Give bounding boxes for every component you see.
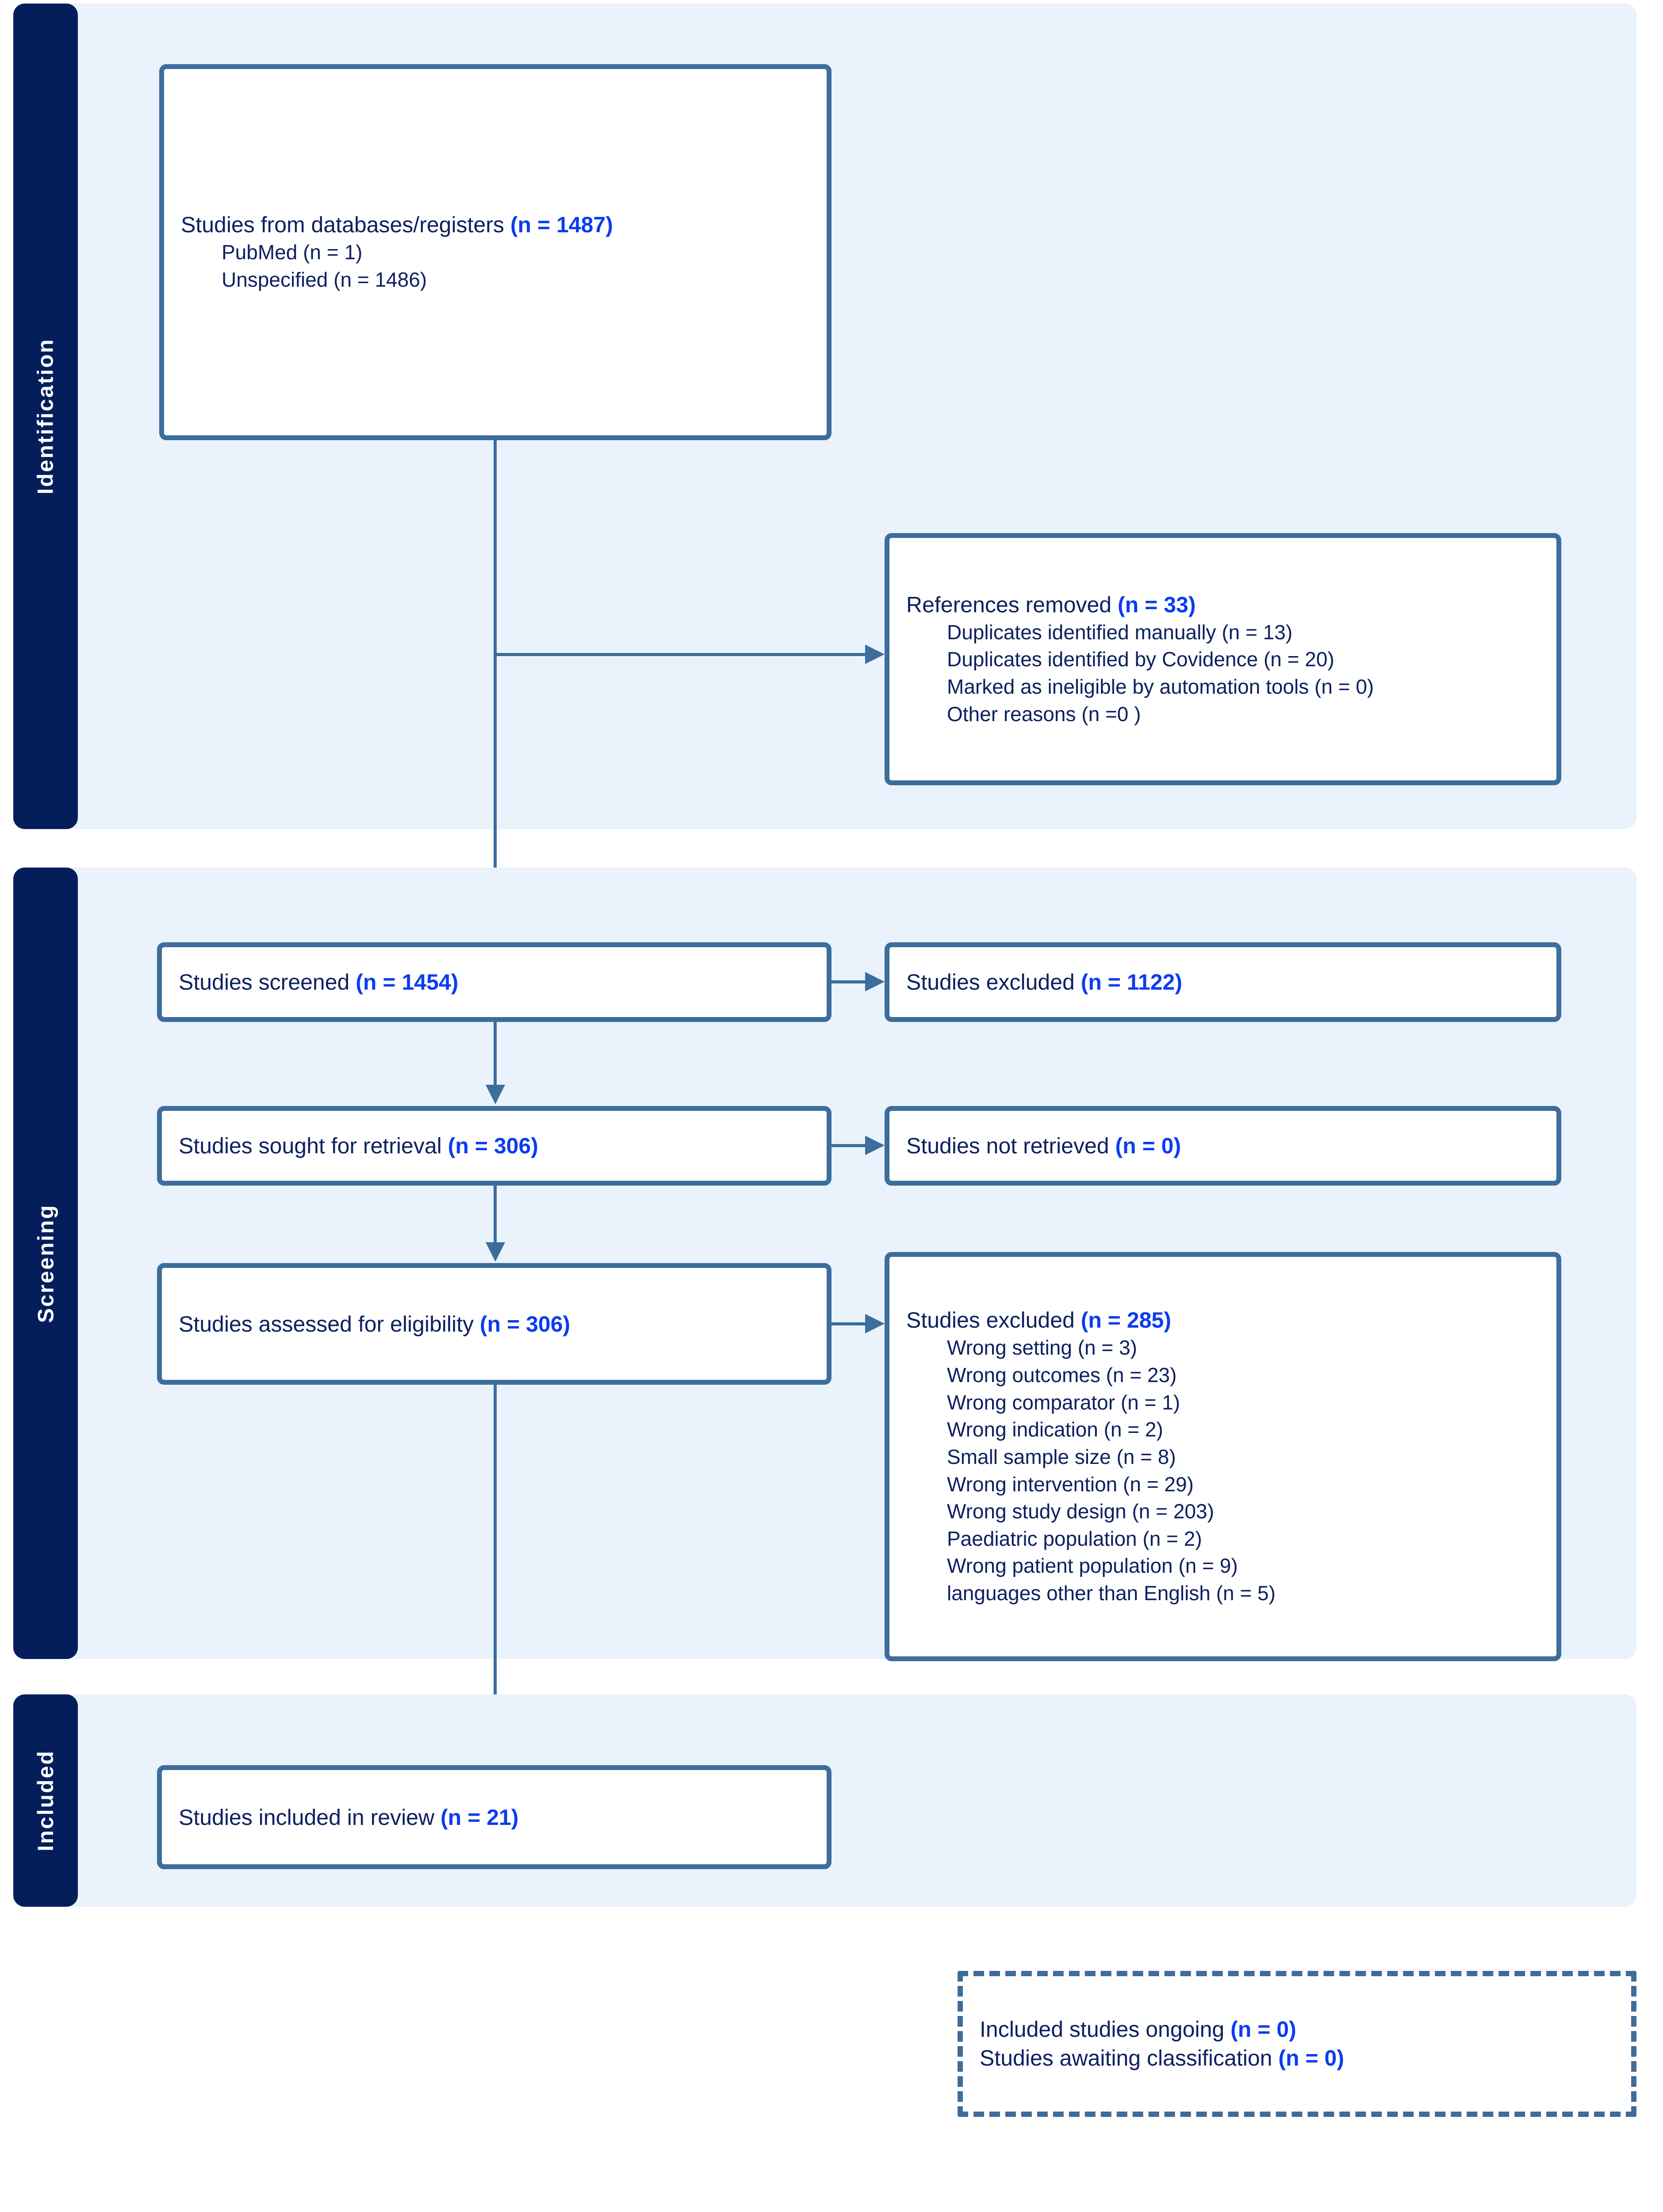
box-references-sub-0: Duplicates identified manually (n = 13) (947, 620, 1293, 644)
box-databases-sub-1: Unspecified (n = 1486) (222, 268, 427, 291)
box-included-title-line: Studies included in review (n = 21) (179, 1803, 810, 1832)
box-references-count: (n = 33) (1118, 592, 1196, 617)
box-eligibility-excluded-sub-8: Wrong patient population (n = 9) (947, 1554, 1238, 1578)
box-databases-sub-0: PubMed (n = 1) (222, 241, 363, 264)
arrow-assessed-to-excluded (865, 1314, 885, 1333)
box-not-retrieved-title: Studies not retrieved (906, 1133, 1109, 1158)
box-studies-sought-retrieval: Studies sought for retrieval (n = 306) (157, 1106, 832, 1186)
connector-spine-vertical (494, 440, 497, 940)
stage-label-screening: Screening (33, 1204, 58, 1323)
box-not-retrieved-title-line: Studies not retrieved (n = 0) (906, 1132, 1540, 1160)
box-screened-excluded-title-line: Studies excluded (n = 1122) (906, 968, 1540, 996)
box-assessed-title: Studies assessed for eligibility (179, 1311, 474, 1336)
box-databases-title-line: Studies from databases/registers (n = 14… (181, 211, 810, 239)
box-ongoing-count: (n = 0) (1230, 2017, 1296, 2042)
box-databases-title: Studies from databases/registers (181, 212, 504, 238)
box-studies-not-retrieved: Studies not retrieved (n = 0) (885, 1106, 1561, 1186)
box-eligibility-excluded-sub-6: Wrong study design (n = 203) (947, 1500, 1214, 1523)
box-references-title-line: References removed (n = 33) (906, 591, 1540, 619)
box-screened-excluded-count: (n = 1122) (1081, 970, 1183, 995)
box-assessed-title-line: Studies assessed for eligibility (n = 30… (179, 1310, 810, 1338)
arrow-sought-to-not-retrieved (865, 1136, 885, 1155)
box-screened-title-line: Studies screened (n = 1454) (179, 968, 810, 996)
stage-bar-identification: Identification (13, 4, 78, 829)
connector-assessed-to-included (494, 1385, 497, 1763)
box-studies-screened: Studies screened (n = 1454) (157, 942, 832, 1022)
box-eligibility-excluded-title-line: Studies excluded (n = 285) (906, 1306, 1540, 1334)
box-screened-excluded-title: Studies excluded (906, 970, 1075, 995)
box-ongoing-awaiting-classification: Included studies ongoing (n = 0) Studies… (958, 1971, 1636, 2117)
connector-sought-to-not-retrieved (832, 1144, 866, 1147)
box-eligibility-excluded-sub-3: Wrong indication (n = 2) (947, 1418, 1163, 1441)
box-ongoing-title: Included studies ongoing (980, 2017, 1225, 2042)
box-references-sub-2: Marked as ineligible by automation tools… (947, 675, 1374, 698)
box-eligibility-excluded-sub-9: languages other than English (n = 5) (947, 1582, 1276, 1605)
box-sought-count: (n = 306) (448, 1133, 538, 1158)
connector-to-references-removed (494, 653, 865, 656)
connector-screened-to-excluded (832, 980, 866, 983)
box-screened-title: Studies screened (179, 970, 350, 995)
box-awaiting-line: Studies awaiting classification (n = 0) (980, 2044, 1614, 2073)
box-studies-assessed-eligibility: Studies assessed for eligibility (n = 30… (157, 1263, 832, 1385)
box-references-sub-3: Other reasons (n =0 ) (947, 702, 1141, 726)
connector-sought-to-assessed (494, 1186, 497, 1244)
box-sought-title-line: Studies sought for retrieval (n = 306) (179, 1132, 810, 1160)
box-eligibility-excluded-sub-1: Wrong outcomes (n = 23) (947, 1363, 1177, 1386)
box-references-title: References removed (906, 592, 1112, 617)
box-eligibility-excluded-sub-2: Wrong comparator (n = 1) (947, 1390, 1180, 1414)
box-eligibility-excluded-sub-0: Wrong setting (n = 3) (947, 1336, 1137, 1359)
box-not-retrieved-count: (n = 0) (1115, 1133, 1181, 1158)
arrow-screened-to-sought (486, 1085, 505, 1104)
arrow-to-references-removed (865, 645, 885, 664)
connector-screened-to-sought (494, 1022, 497, 1086)
box-assessed-count: (n = 306) (479, 1311, 571, 1336)
box-eligibility-excluded-sub-7: Paediatric population (n = 2) (947, 1527, 1202, 1550)
stage-bar-screening: Screening (13, 868, 78, 1659)
box-studies-included-review: Studies included in review (n = 21) (157, 1765, 832, 1869)
box-references-removed: References removed (n = 33) Duplicates i… (885, 533, 1561, 785)
stage-label-included: Included (33, 1750, 58, 1851)
box-references-sub-1: Duplicates identified by Covidence (n = … (947, 648, 1334, 671)
box-awaiting-count: (n = 0) (1278, 2046, 1344, 2070)
box-screened-count: (n = 1454) (356, 970, 459, 995)
box-sought-title: Studies sought for retrieval (179, 1133, 442, 1158)
box-studies-excluded-eligibility: Studies excluded (n = 285) Wrong setting… (885, 1252, 1561, 1661)
box-eligibility-excluded-sub-4: Small sample size (n = 8) (947, 1445, 1176, 1468)
box-databases-registers: Studies from databases/registers (n = 14… (159, 64, 832, 440)
arrow-screened-to-excluded (865, 972, 885, 991)
box-databases-count: (n = 1487) (510, 212, 613, 238)
box-eligibility-excluded-sub-5: Wrong intervention (n = 29) (947, 1472, 1194, 1496)
connector-assessed-to-excluded (832, 1322, 866, 1325)
box-ongoing-line: Included studies ongoing (n = 0) (980, 2015, 1614, 2044)
stage-label-identification: Identification (33, 338, 58, 495)
box-studies-excluded-screening: Studies excluded (n = 1122) (885, 942, 1561, 1022)
box-eligibility-excluded-count: (n = 285) (1081, 1308, 1171, 1333)
box-included-title: Studies included in review (179, 1805, 435, 1830)
stage-bar-included: Included (13, 1694, 78, 1907)
arrow-sought-to-assessed (486, 1242, 505, 1262)
box-eligibility-excluded-title: Studies excluded (906, 1308, 1075, 1333)
box-awaiting-title: Studies awaiting classification (980, 2046, 1272, 2070)
box-included-count: (n = 21) (441, 1805, 519, 1830)
